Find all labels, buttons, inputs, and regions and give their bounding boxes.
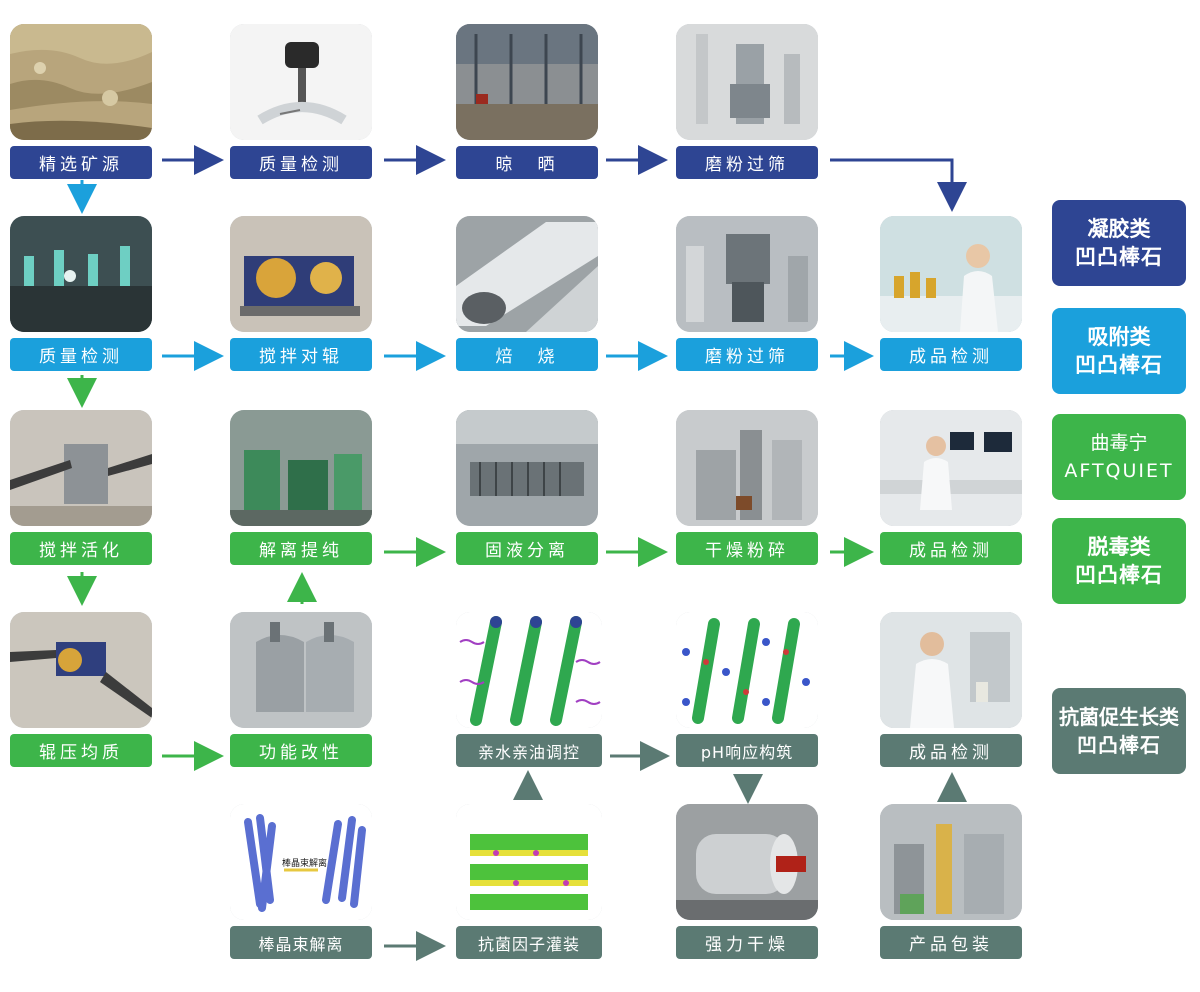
lab-glassware-photo	[10, 216, 152, 332]
category-line2: 凹凸棒石	[1075, 353, 1163, 377]
step-label: 精选矿源	[10, 146, 152, 179]
step-label: 焙 烧	[456, 338, 598, 371]
conveyor-photo	[10, 410, 152, 526]
step-label: 搅拌活化	[10, 532, 152, 565]
step-mix-activate: 搅拌活化	[10, 410, 152, 565]
category-antibacterial-growth-attapulgite: 抗菌促生长类 凹凸棒石	[1052, 688, 1186, 774]
step-quality-test-1: 质量检测	[230, 24, 372, 179]
layered-structure-illustration	[456, 804, 602, 920]
step-label: 质量检测	[230, 146, 372, 179]
rotary-dryer-photo	[676, 804, 818, 920]
lab-technician-photo	[880, 216, 1022, 332]
step-dissociation-purify: 解离提纯	[230, 410, 372, 565]
roller-press-photo	[10, 612, 152, 728]
step-final-test-2: 成品检测	[880, 410, 1022, 565]
step-antibacterial-filling: 抗菌因子灌装	[456, 804, 602, 959]
step-product-packaging: 产品包装	[880, 804, 1022, 959]
step-label: 成品检测	[880, 532, 1022, 565]
category-line2: AFTQUIET	[1064, 460, 1174, 482]
category-line2: 凹凸棒石	[1075, 563, 1163, 587]
lab-scientist-photo	[880, 612, 1022, 728]
step-ph-response: pH响应构筑	[676, 612, 818, 767]
step-label: 成品检测	[880, 734, 1022, 767]
step-functional-modification: 功能改性	[230, 612, 372, 767]
category-line1: 吸附类	[1087, 325, 1151, 349]
step-label: 辊压均质	[10, 734, 152, 767]
step-label: 亲水亲油调控	[456, 734, 602, 767]
computer-lab-photo	[880, 410, 1022, 526]
step-label: 产品包装	[880, 926, 1022, 959]
step-label: 强力干燥	[676, 926, 818, 959]
step-label: 抗菌因子灌装	[456, 926, 602, 959]
step-label: 干燥粉碎	[676, 532, 818, 565]
category-line1: 凝胶类	[1087, 217, 1151, 241]
category-line2: 凹凸棒石	[1077, 733, 1161, 757]
rock-photo	[10, 24, 152, 140]
step-final-test-3: 成品检测	[880, 612, 1022, 767]
step-dry-crush: 干燥粉碎	[676, 410, 818, 565]
step-label: pH响应构筑	[676, 734, 818, 767]
step-label: 棒晶束解离	[230, 926, 372, 959]
category-line2: 凹凸棒石	[1075, 245, 1163, 269]
kiln-tube-photo	[456, 216, 598, 332]
roller-machine-photo	[230, 216, 372, 332]
filter-press-photo	[456, 410, 598, 526]
pump-station-photo	[230, 410, 372, 526]
step-hydrophilic-lipophilic: 亲水亲油调控	[456, 612, 602, 767]
mill-photo	[676, 24, 818, 140]
category-aftquiet: 曲毒宁 AFTQUIET	[1052, 414, 1186, 500]
viscometer-photo	[230, 24, 372, 140]
step-ore-selection: 精选矿源	[10, 24, 152, 179]
step-grind-sieve-2: 磨粉过筛	[676, 216, 818, 371]
reactor-tank-photo	[230, 612, 372, 728]
step-solid-liquid-separation: 固液分离	[456, 410, 598, 565]
step-label: 磨粉过筛	[676, 338, 818, 371]
category-line1: 抗菌促生长类	[1059, 705, 1179, 729]
packaging-plant-photo	[880, 804, 1022, 920]
rod-crystal-caption: 棒晶束解离	[282, 859, 328, 869]
category-detox-attapulgite: 脱毒类 凹凸棒石	[1052, 518, 1186, 604]
step-roll-homogenize: 辊压均质	[10, 612, 152, 767]
molecule-rods-illustration	[676, 612, 818, 728]
step-strong-drying: 强力干燥	[676, 804, 818, 959]
step-label: 固液分离	[456, 532, 598, 565]
step-mix-roll: 搅拌对辊	[230, 216, 372, 371]
step-label: 晾 晒	[456, 146, 598, 179]
step-label: 解离提纯	[230, 532, 372, 565]
step-grind-sieve-1: 磨粉过筛	[676, 24, 818, 179]
rod-crystal-illustration: 棒晶束解离	[230, 804, 372, 920]
step-roasting: 焙 烧	[456, 216, 598, 371]
dryer-tower-photo	[676, 410, 818, 526]
step-rod-bundle-dissociation: 棒晶束解离 棒晶束解离	[230, 804, 372, 959]
step-label: 磨粉过筛	[676, 146, 818, 179]
category-line1: 脱毒类	[1087, 535, 1151, 559]
molecule-rods-illustration	[456, 612, 602, 728]
mill-photo	[676, 216, 818, 332]
step-label: 成品检测	[880, 338, 1022, 371]
drying-shed-photo	[456, 24, 598, 140]
category-line1: 曲毒宁	[1090, 432, 1148, 454]
category-gel-attapulgite: 凝胶类 凹凸棒石	[1052, 200, 1186, 286]
category-adsorption-attapulgite: 吸附类 凹凸棒石	[1052, 308, 1186, 394]
step-label: 搅拌对辊	[230, 338, 372, 371]
step-label: 功能改性	[230, 734, 372, 767]
step-label: 质量检测	[10, 338, 152, 371]
step-quality-test-2: 质量检测	[10, 216, 152, 371]
step-sun-drying: 晾 晒	[456, 24, 598, 179]
step-final-test-1: 成品检测	[880, 216, 1022, 371]
